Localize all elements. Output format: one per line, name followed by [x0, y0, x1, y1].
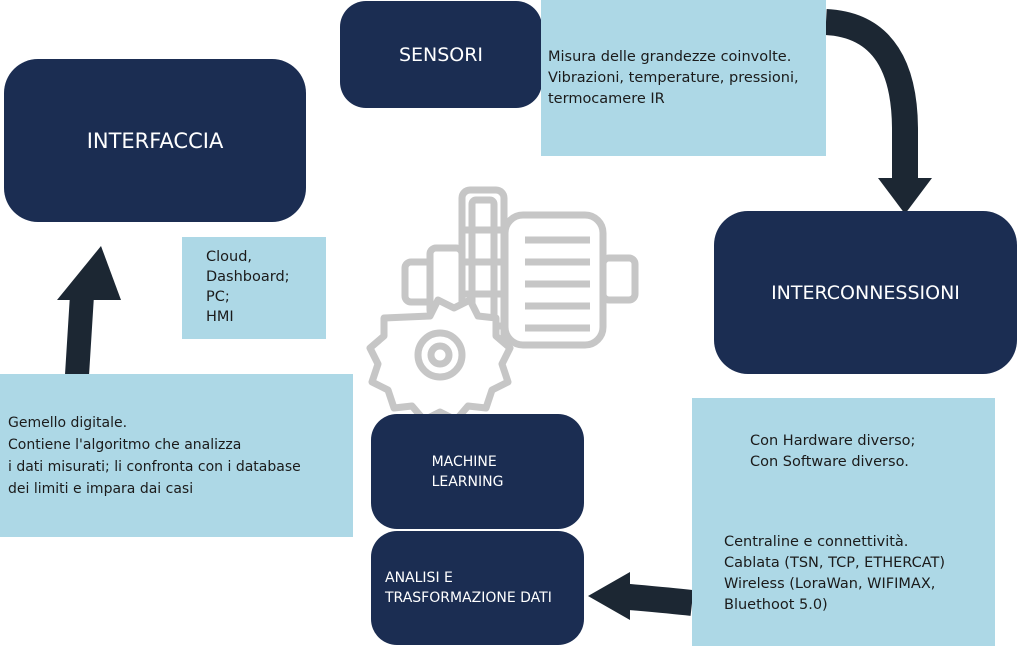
node-analisi-line-2: TRASFORMAZIONE DATI [385, 590, 552, 606]
arrow-head-interconnessioni [878, 178, 932, 214]
node-analisi: ANALISI E TRASFORMAZIONE DATI [371, 531, 584, 645]
note-gemello: Gemello digitale. Contiene l'algoritmo c… [0, 374, 353, 537]
note-interconnessioni-b-line-1: Centraline e connettività. [724, 534, 909, 550]
note-sensori-line-2: Vibrazioni, temperature, pressioni, [548, 70, 799, 86]
note-interfaccia-line-2: Dashboard; [206, 269, 290, 285]
motor-gear-icon [366, 186, 639, 424]
note-gemello-line-2: Contiene l'algoritmo che analizza [8, 437, 242, 453]
arrow-sensori-to-interconnessioni [824, 9, 918, 180]
note-interconnessioni: Con Hardware diverso; Con Software diver… [692, 398, 995, 646]
node-sensori: SENSORI [340, 1, 542, 108]
node-sensori-label: SENSORI [398, 44, 484, 66]
node-machine-learning: MACHINE LEARNING [371, 414, 584, 529]
node-interconnessioni-label: INTERCONNESSIONI [771, 281, 960, 304]
arrow-head-analisi [588, 572, 630, 620]
arrow-head-interfaccia [57, 246, 121, 300]
arrow-gemello-to-interfaccia [65, 294, 94, 376]
note-gemello-line-3: i dati misurati; li confronta con i data… [8, 459, 301, 475]
note-interconnessioni-b-line-4: Bluethoot 5.0) [724, 597, 828, 613]
note-interconnessioni-a-line-1: Con Hardware diverso; [750, 433, 916, 449]
note-interconnessioni-a-line-2: Con Software diverso. [750, 454, 909, 470]
note-interfaccia: Cloud, Dashboard; PC; HMI [182, 237, 326, 339]
node-machine-learning-line-2: LEARNING [431, 473, 504, 490]
note-interfaccia-line-3: PC; [206, 289, 230, 305]
note-sensori-line-3: termocamere IR [548, 91, 665, 107]
note-interconnessioni-b-line-2: Cablata (TSN, TCP, ETHERCAT) [724, 555, 946, 571]
note-interfaccia-line-1: Cloud, [206, 249, 253, 265]
note-gemello-line-1: Gemello digitale. [8, 415, 128, 431]
node-interfaccia-label: INTERFACCIA [86, 128, 224, 153]
note-sensori-line-1: Misura delle grandezze coinvolte. [548, 49, 792, 65]
node-interconnessioni: INTERCONNESSIONI [714, 211, 1017, 374]
node-machine-learning-line-1: MACHINE [431, 453, 497, 470]
note-interfaccia-line-4: HMI [206, 309, 234, 325]
note-interconnessioni-b-line-3: Wireless (LoraWan, WIFIMAX, [724, 576, 936, 592]
note-interconnessioni-top: Con Hardware diverso; Con Software diver… [750, 431, 915, 473]
note-sensori: Misura delle grandezze coinvolte. Vibraz… [541, 0, 826, 156]
node-analisi-line-1: ANALISI E [385, 570, 453, 586]
node-interfaccia: INTERFACCIA [4, 59, 306, 222]
note-gemello-line-4: dei limiti e impara dai casi [8, 481, 194, 497]
note-interconnessioni-bottom: Centraline e connettività. Cablata (TSN,… [724, 532, 945, 616]
